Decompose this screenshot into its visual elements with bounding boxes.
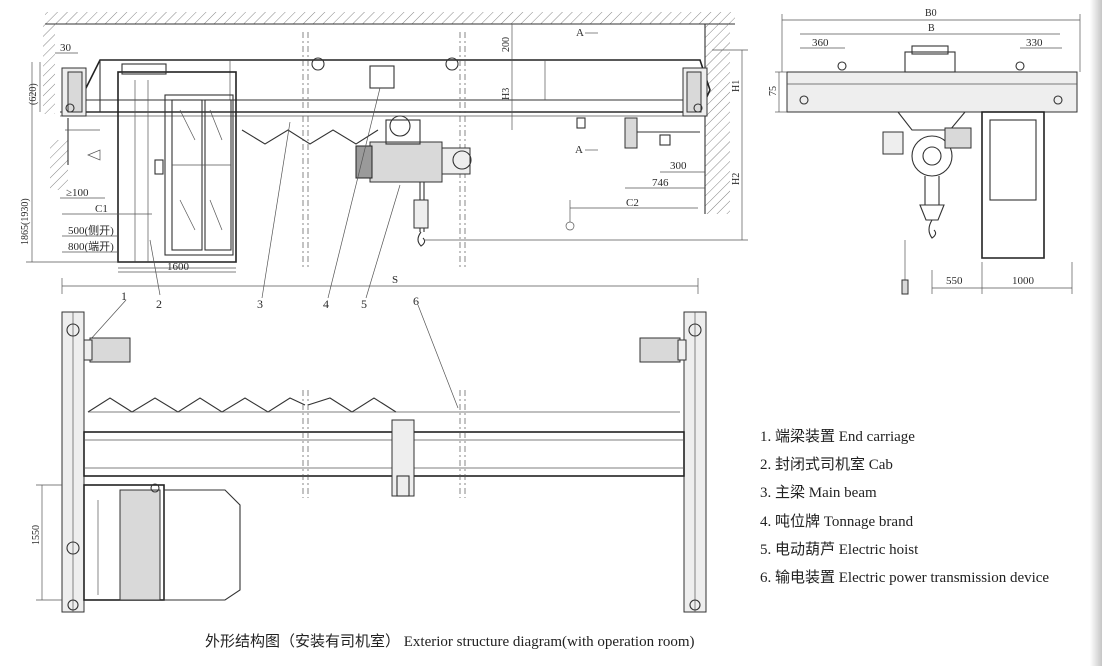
break-lines [302, 32, 466, 270]
dim-c2: C2 [626, 197, 639, 209]
legend: 1. 端梁装置 End carriage 2. 封闭式司机室 Cab 3. 主梁… [760, 423, 1100, 592]
dim-h2: H2 [731, 173, 742, 185]
side-end-beam [786, 71, 1078, 113]
callout-1: 1 [121, 289, 127, 303]
callout-6: 6 [413, 294, 419, 308]
dim-1000: 1000 [1012, 275, 1035, 287]
dim-330: 330 [1026, 37, 1043, 49]
section-mark-a-top: A [576, 27, 584, 39]
dim-1865: 1865(1930) [20, 198, 31, 245]
tonnage-brand [369, 65, 395, 89]
dim-h3: H3 [501, 88, 512, 100]
dim-30: 30 [60, 42, 72, 54]
legend-item-electric-hoist: 5. 电动葫芦 Electric hoist [760, 541, 919, 558]
front-dimensions: 30 (620) 1865(1930) ≥100 C1 500(侧开) 800(… [20, 24, 748, 294]
dim-h1: H1 [731, 80, 742, 92]
dim-746: 746 [652, 177, 669, 189]
dim-s: S [392, 274, 398, 286]
dim-620: (620) [28, 83, 39, 105]
section-mark-a-mid: A [575, 144, 583, 156]
electric-hoist [355, 115, 472, 247]
side-view: B0 B 360 330 75 [768, 8, 1081, 295]
dim-1550: 1550 [31, 525, 42, 545]
left-wall-hatch [43, 24, 55, 114]
scan-edge-shadow [1090, 0, 1102, 666]
legend-item-tonnage-brand: 4. 吨位牌 Tonnage brand [760, 513, 914, 530]
dim-b: B [928, 23, 935, 34]
legend-item-power-transmission: 6. 输电装置 Electric power transmission devi… [760, 570, 1050, 587]
left-wall-hatch-lower [50, 140, 68, 190]
dim-800: 800(端开) [68, 240, 114, 253]
front-elevation: 30 (620) 1865(1930) ≥100 C1 500(侧开) 800(… [20, 12, 748, 409]
dim-100: ≥100 [66, 187, 89, 199]
dim-300: 300 [670, 160, 687, 172]
roof-hatch [45, 12, 735, 24]
dim-360: 360 [812, 37, 829, 49]
plan-main-beam [83, 431, 685, 477]
main-girder [84, 59, 711, 113]
legend-item-end-carriage: 1. 端梁装置 End carriage [760, 429, 915, 445]
callout-2: 2 [156, 297, 162, 311]
dim-b0: B0 [925, 8, 937, 19]
dim-1600: 1600 [167, 261, 190, 273]
plan-view: 1550 [31, 311, 707, 613]
legend-item-cab: 2. 封闭式司机室 Cab [760, 457, 893, 474]
dim-c1: C1 [95, 203, 108, 215]
dim-200: 200 [501, 37, 512, 52]
side-cab [981, 111, 1045, 259]
callout-4: 4 [323, 297, 329, 311]
callout-5: 5 [361, 297, 367, 311]
callouts: 1 2 3 4 5 6 [89, 87, 459, 409]
legend-item-main-beam: 3. 主梁 Main beam [760, 485, 877, 502]
callout-3: 3 [257, 297, 263, 311]
dim-550: 550 [946, 275, 963, 287]
figure-caption: 外形结构图（安装有司机室） Exterior structure diagram… [205, 634, 695, 650]
dim-75: 75 [768, 86, 779, 96]
festoon-cable [241, 129, 379, 145]
right-wall-hatch [705, 24, 730, 214]
dim-500: 500(侧开) [68, 224, 114, 237]
operator-cab [117, 63, 237, 269]
